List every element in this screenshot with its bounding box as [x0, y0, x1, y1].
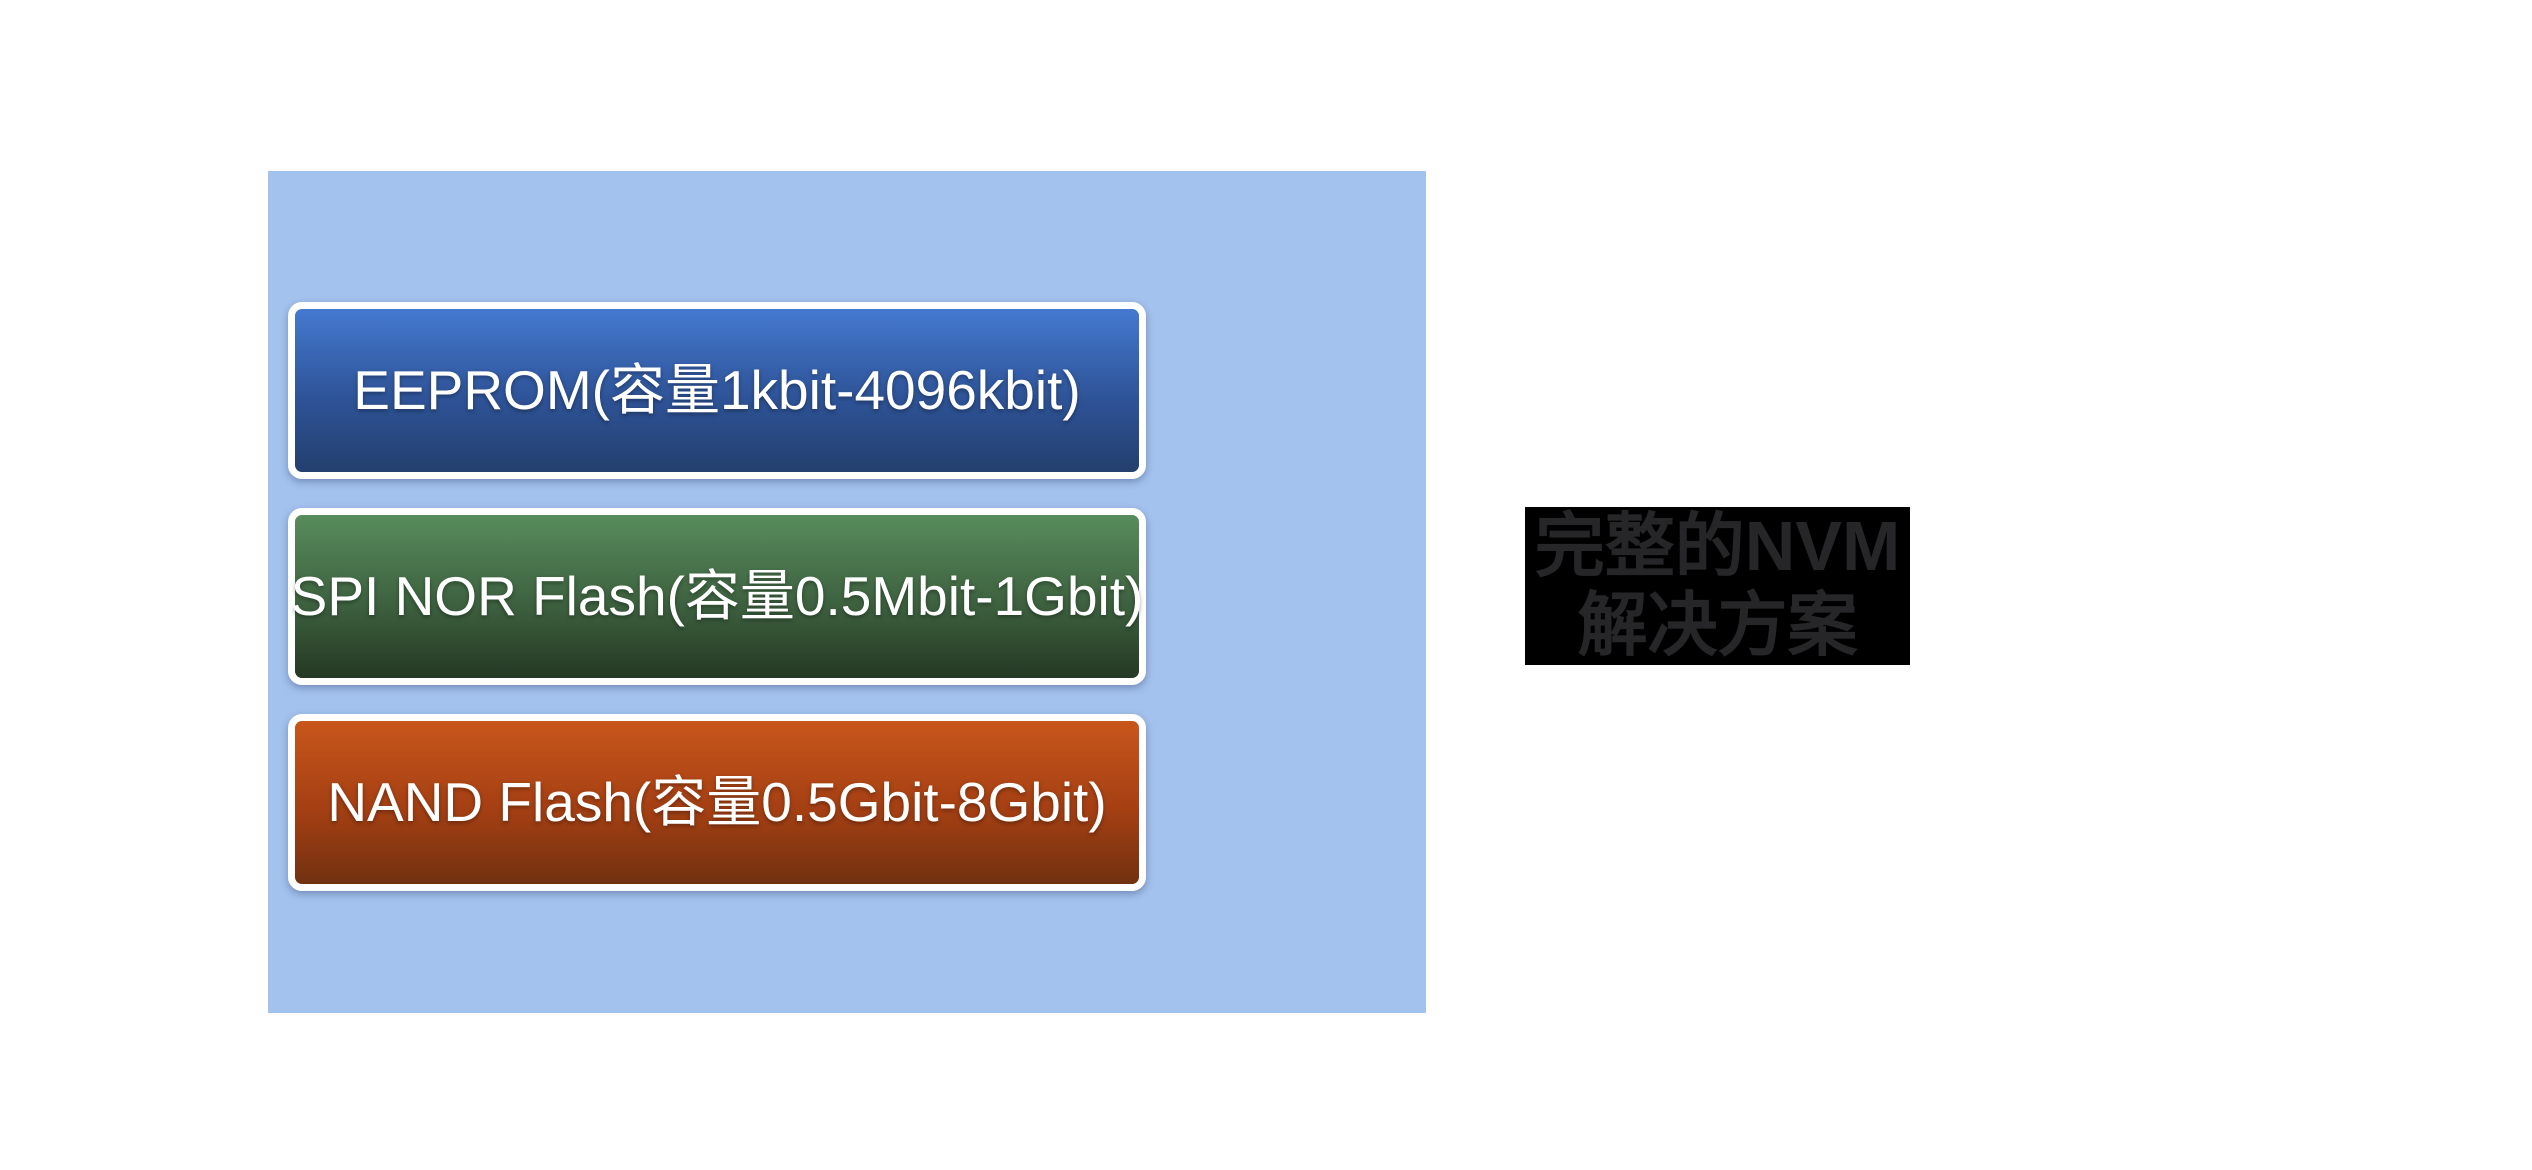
memory-bar-nand-flash-label: NAND Flash(容量0.5Gbit-8Gbit) — [327, 771, 1107, 833]
title-line-2: 解决方案 — [1577, 586, 1858, 664]
title-line-1: 完整的NVM — [1534, 507, 1901, 585]
memory-bar-eeprom: EEPROM(容量1kbit-4096kbit) — [288, 302, 1146, 479]
memory-bar-spi-nor-flash: SPI NOR Flash(容量0.5Mbit-1Gbit) — [288, 508, 1146, 685]
memory-bar-eeprom-label: EEPROM(容量1kbit-4096kbit) — [353, 359, 1081, 421]
nvm-product-panel: EEPROM(容量1kbit-4096kbit) SPI NOR Flash(容… — [268, 171, 1426, 1013]
memory-bar-nand-flash: NAND Flash(容量0.5Gbit-8Gbit) — [288, 714, 1146, 891]
nvm-solution-title-block: 完整的NVM 解决方案 — [1525, 507, 1910, 665]
memory-bar-spi-nor-flash-label: SPI NOR Flash(容量0.5Mbit-1Gbit) — [290, 565, 1144, 627]
